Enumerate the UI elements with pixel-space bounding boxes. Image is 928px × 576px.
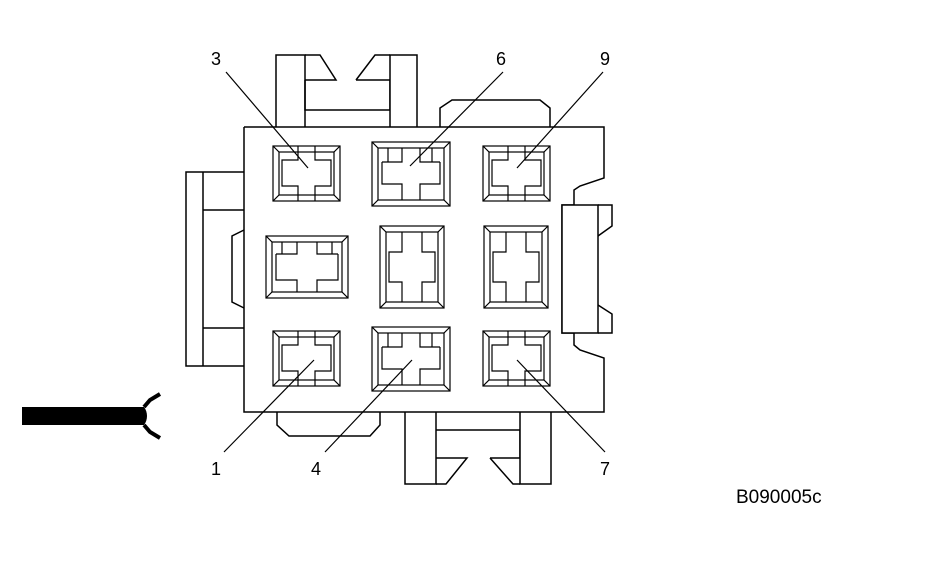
- wire-harness-icon: [22, 392, 162, 440]
- leader-pin-3: [225, 71, 309, 169]
- figure-id: B090005c: [736, 487, 822, 508]
- cavity-pin-9: [482, 145, 551, 202]
- cavity-pin-1: [272, 330, 341, 387]
- leader-pin-4: [324, 359, 413, 453]
- cavity-pin-7: [482, 330, 551, 387]
- top-latch: [275, 54, 551, 127]
- pin-label-1: 1: [211, 459, 221, 479]
- cavity-middle-left: [265, 235, 349, 299]
- leader-pin-9: [516, 71, 604, 169]
- cavity-pin-3: [272, 145, 341, 202]
- cavity-center: [379, 225, 445, 309]
- bottom-latch: [276, 412, 552, 485]
- pin-label-9: 9: [600, 49, 610, 69]
- pin-label-6: 6: [496, 49, 506, 69]
- right-lock: [561, 204, 613, 334]
- left-lock: [185, 171, 245, 367]
- leader-pin-6: [409, 71, 504, 167]
- cavity-middle-right: [483, 225, 549, 309]
- pin-label-4: 4: [311, 459, 321, 479]
- cavity-pin-6: [371, 141, 451, 207]
- leader-pin-7: [516, 359, 606, 453]
- pin-label-3: 3: [211, 49, 221, 69]
- leader-lines: [223, 71, 606, 453]
- pin-label-7: 7: [600, 459, 610, 479]
- leader-pin-1: [223, 359, 315, 453]
- cavity-pin-4: [371, 326, 451, 392]
